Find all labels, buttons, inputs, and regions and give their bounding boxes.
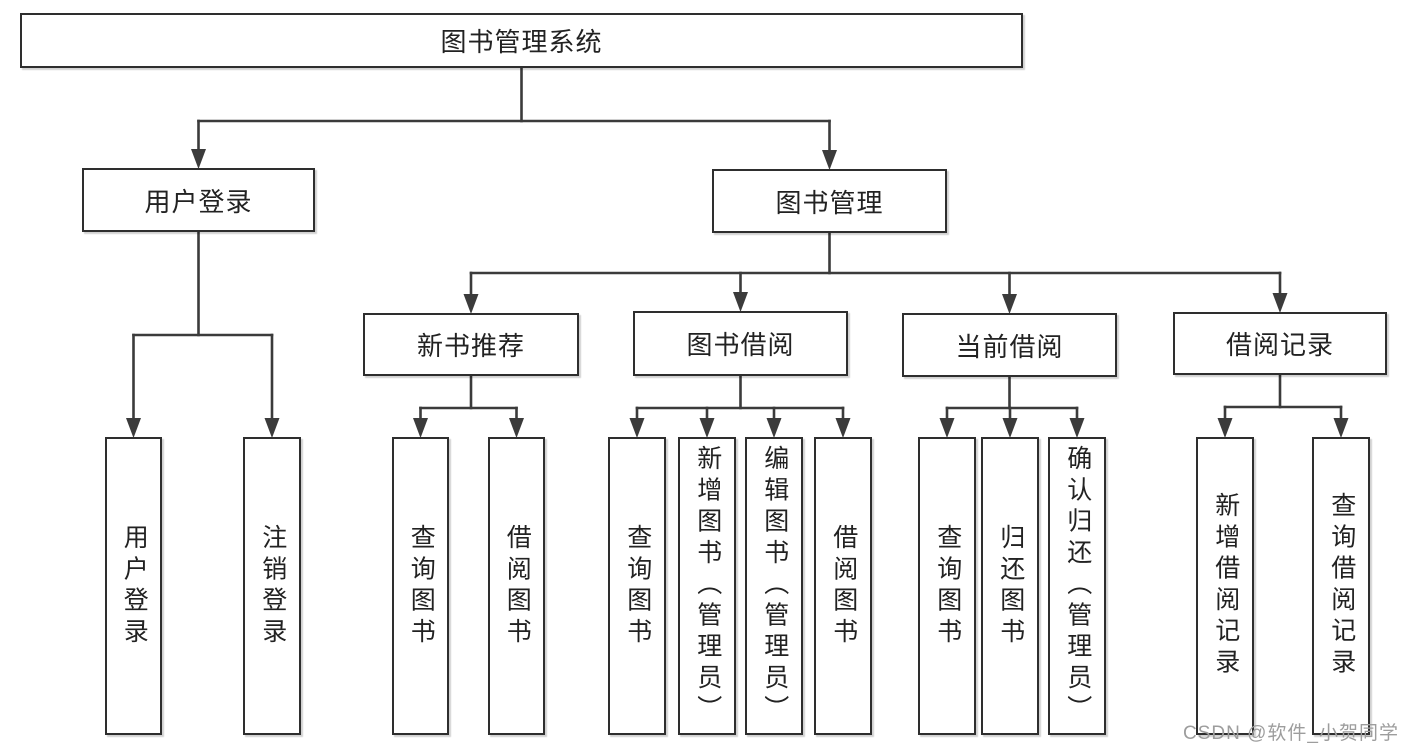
node-borrow-records-label: 借阅记录 — [1225, 330, 1334, 360]
arrowhead-leaf-logout — [264, 418, 280, 438]
arrowhead-borrow-records — [1272, 293, 1288, 313]
node-leaf-query-book-2-label: 查询图书 — [623, 523, 652, 649]
arrowhead-leaf-query-book-2 — [629, 418, 645, 438]
arrowhead-leaf-edit-book — [766, 418, 782, 438]
node-leaf-borrow-book-2: 借阅图书 — [814, 437, 872, 735]
node-leaf-add-book: 新增图书（管理员） — [678, 437, 736, 735]
node-leaf-query-book-2: 查询图书 — [608, 437, 666, 735]
arrowhead-user-login — [191, 149, 206, 169]
node-leaf-edit-book-label: 编辑图书（管理员） — [760, 445, 789, 727]
node-leaf-add-book-label: 新增图书（管理员） — [693, 445, 722, 727]
arrowhead-book-borrow — [733, 292, 748, 312]
node-leaf-borrow-book-1-label: 借阅图书 — [503, 523, 532, 649]
node-leaf-confirm-return-label: 确认归还（管理员） — [1063, 445, 1092, 727]
arrowhead-leaf-user-login — [126, 418, 141, 438]
node-leaf-add-borrow-record: 新增借阅记录 — [1196, 437, 1254, 735]
arrowhead-new-book-rec — [463, 294, 479, 314]
arrowhead-leaf-add-book — [699, 418, 715, 438]
arrowhead-leaf-borrow-book-1 — [509, 418, 524, 438]
node-new-book-rec-label: 新书推荐 — [416, 331, 525, 361]
node-book-mgmt-label: 图书管理 — [775, 187, 884, 218]
node-user-login-label: 用户登录 — [144, 186, 253, 217]
node-leaf-user-login: 用户登录 — [105, 437, 162, 735]
arrowhead-leaf-add-borrow-record — [1217, 418, 1233, 438]
node-new-book-rec: 新书推荐 — [363, 313, 579, 376]
arrowhead-current-borrow — [1002, 294, 1017, 314]
node-leaf-query-book-1: 查询图书 — [392, 437, 449, 735]
node-leaf-query-book-3-label: 查询图书 — [933, 523, 962, 649]
node-leaf-edit-book: 编辑图书（管理员） — [745, 437, 803, 735]
node-book-borrow: 图书借阅 — [633, 311, 848, 376]
node-leaf-query-book-1-label: 查询图书 — [407, 523, 436, 649]
node-book-borrow-label: 图书借阅 — [686, 330, 795, 360]
node-user-login: 用户登录 — [82, 168, 315, 232]
node-leaf-query-borrow-record: 查询借阅记录 — [1312, 437, 1370, 735]
node-current-borrow-label: 当前借阅 — [955, 331, 1064, 362]
arrowhead-book-mgmt — [822, 150, 837, 170]
node-leaf-query-book-3: 查询图书 — [918, 437, 976, 735]
node-leaf-return-book-label: 归还图书 — [996, 523, 1025, 649]
node-leaf-return-book: 归还图书 — [981, 437, 1039, 735]
node-root-label: 图书管理系统 — [440, 27, 603, 57]
arrowhead-leaf-query-borrow-record — [1333, 418, 1349, 438]
node-current-borrow: 当前借阅 — [902, 313, 1117, 377]
arrowhead-leaf-confirm-return — [1069, 418, 1085, 438]
watermark: CSDN @软件_小贺同学 — [1183, 723, 1399, 744]
node-leaf-logout-label: 注销登录 — [258, 523, 287, 649]
arrowhead-leaf-return-book — [1002, 418, 1018, 438]
node-leaf-user-login-label: 用户登录 — [120, 523, 149, 649]
arrowhead-leaf-query-book-3 — [939, 418, 955, 438]
node-leaf-confirm-return: 确认归还（管理员） — [1048, 437, 1106, 735]
node-leaf-borrow-book-1: 借阅图书 — [488, 437, 545, 735]
node-book-mgmt: 图书管理 — [712, 169, 947, 233]
node-leaf-borrow-book-2-label: 借阅图书 — [829, 523, 858, 649]
node-leaf-logout: 注销登录 — [243, 437, 301, 735]
node-leaf-query-borrow-record-label: 查询借阅记录 — [1327, 492, 1356, 680]
node-borrow-records: 借阅记录 — [1173, 312, 1387, 375]
node-leaf-add-borrow-record-label: 新增借阅记录 — [1211, 492, 1240, 680]
arrowhead-leaf-borrow-book-2 — [835, 418, 851, 438]
node-root: 图书管理系统 — [20, 13, 1023, 68]
arrowhead-leaf-query-book-1 — [413, 418, 428, 438]
